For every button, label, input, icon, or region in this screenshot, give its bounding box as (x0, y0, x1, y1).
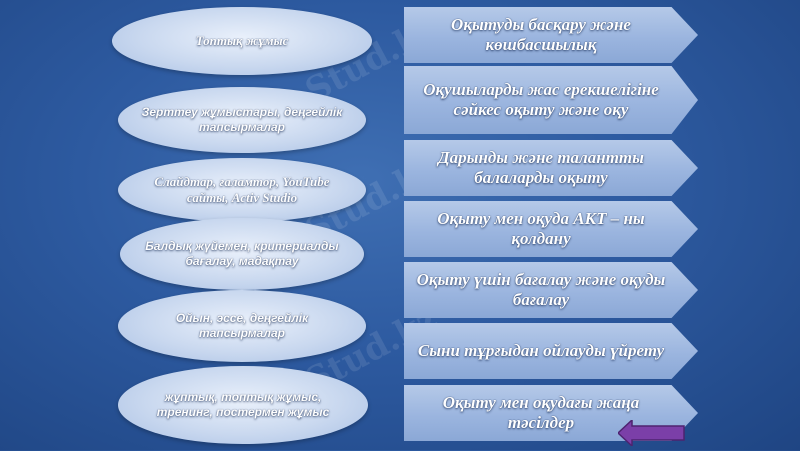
module-arrow: Оқытуды басқару және көшбасшылық (404, 7, 698, 63)
method-label: Топтық жұмыс (195, 32, 289, 48)
module-label: Оқыту мен оқуда АКТ – ны қолдану (437, 209, 645, 248)
method-ellipse: Топтық жұмыс (112, 7, 372, 75)
module-label: Оқыту мен оқудағы жаңа тәсілдер (442, 393, 640, 432)
method-label: Слайдтар, ғаламтор, YouTube сайты, Activ… (154, 173, 330, 205)
method-label: жұптық, топтық жұмыс, тренинг, постермен… (156, 390, 330, 419)
module-label: Сыни тұрғыдан ойлауды үйрету (417, 341, 665, 361)
module-label: Оқушыларды жас ерекшелігіне сәйкес оқыту… (423, 80, 659, 119)
method-ellipse: Балдық жүйемен, критериалды бағалау, мад… (120, 218, 364, 290)
method-label: Зерттеу жұмыстары, деңгейлік тапсырмалар (141, 105, 343, 134)
module-arrow: Дарынды және талантты балаларды оқыту (404, 140, 698, 196)
module-label: Дарынды және талантты балаларды оқыту (438, 148, 644, 187)
module-arrow: Сыни тұрғыдан ойлауды үйрету (404, 323, 698, 379)
module-arrow: Оқушыларды жас ерекшелігіне сәйкес оқыту… (404, 66, 698, 134)
method-ellipse: Слайдтар, ғаламтор, YouTube сайты, Activ… (118, 158, 366, 222)
left-arrow-icon (616, 418, 685, 448)
method-ellipse: Ойын, эссе, деңгейлік тапсырмалар (118, 290, 366, 362)
method-ellipse: жұптық, топтық жұмыс, тренинг, постермен… (118, 366, 368, 444)
module-arrow: Оқыту мен оқудағы жаңа тәсілдер (404, 385, 698, 441)
method-ellipse: Зерттеу жұмыстары, деңгейлік тапсырмалар (118, 87, 366, 153)
back-button[interactable] (616, 418, 686, 448)
module-label: Оқыту үшін бағалау және оқуды бағалау (416, 270, 666, 309)
method-label: Ойын, эссе, деңгейлік тапсырмалар (175, 311, 309, 340)
module-label: Оқытуды басқару және көшбасшылық (451, 15, 631, 54)
method-label: Балдық жүйемен, критериалды бағалау, мад… (145, 239, 339, 268)
module-arrow: Оқыту мен оқуда АКТ – ны қолдану (404, 201, 698, 257)
module-arrow: Оқыту үшін бағалау және оқуды бағалау (404, 262, 698, 318)
